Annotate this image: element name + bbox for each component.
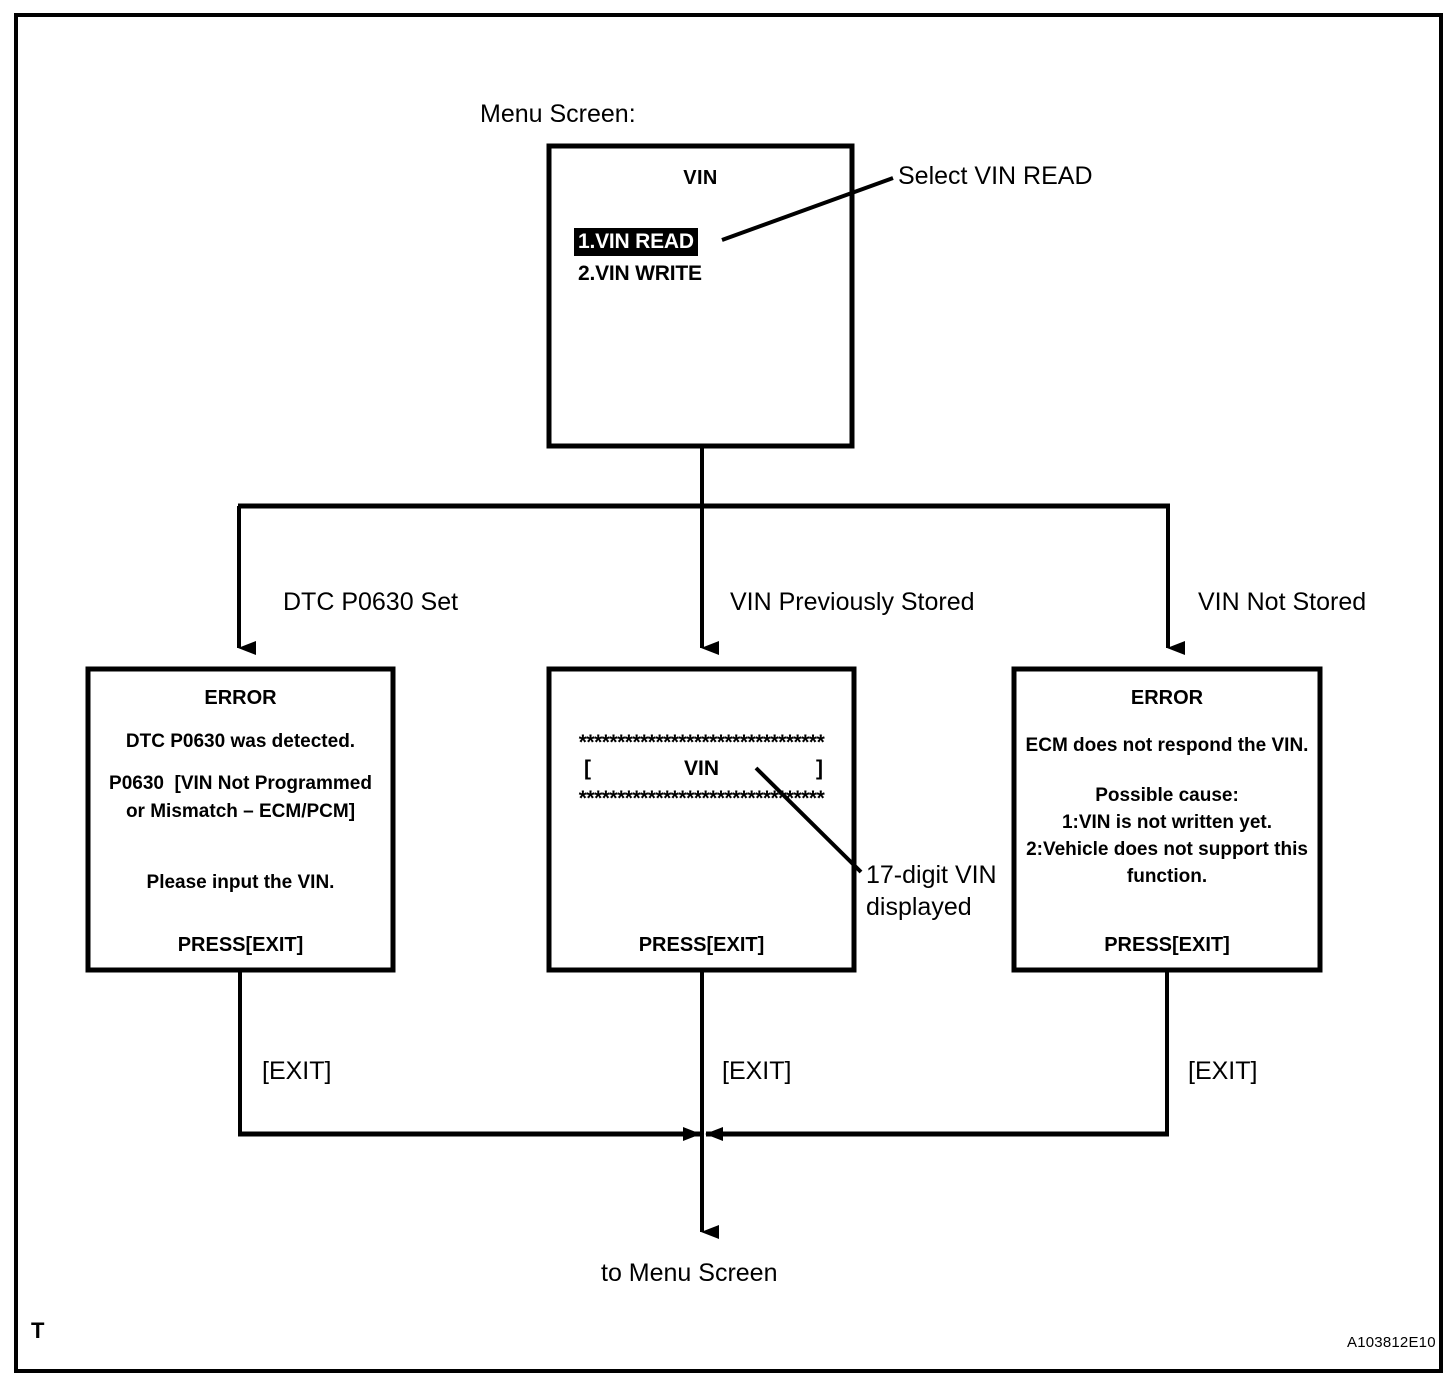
dtc-error-title: ERROR (204, 687, 277, 709)
no-vin-error-footer: PRESS[EXIT] (1104, 934, 1230, 956)
page-border (14, 13, 1443, 1373)
vin-stored-vin-label: VIN (683, 757, 719, 780)
vin-stored-bracket-close: ] (816, 757, 823, 780)
dtc-error-line-4: Please input the VIN. (146, 872, 335, 893)
no-vin-error-title: ERROR (1130, 687, 1204, 709)
menu-screen-box (546, 143, 855, 449)
branch-label-vin-not-stored: VIN Not Stored (1198, 588, 1367, 616)
dtc-error-line-3: or Mismatch – ECM/PCM] (125, 801, 356, 822)
exit-label-middle: [EXIT] (722, 1057, 792, 1085)
dtc-error-footer: PRESS[EXIT] (177, 934, 304, 956)
menu-item-vin-read[interactable]: 1.VIN READ (574, 228, 698, 256)
exit-label-left: [EXIT] (262, 1057, 332, 1085)
menu-screen-title: VIN (683, 167, 718, 189)
no-vin-error-line-5: function. (1126, 866, 1208, 887)
corner-marker-t: T (31, 1318, 45, 1343)
dtc-error-line-1: DTC P0630 was detected. (125, 731, 356, 752)
branch-label-dtc-set: DTC P0630 Set (283, 588, 459, 616)
dtc-error-line-2: P0630 [VIN Not Programmed (109, 773, 372, 794)
no-vin-error-line-2: Possible cause: (1095, 785, 1239, 806)
branch-label-vin-previously-stored: VIN Previously Stored (730, 588, 975, 616)
callout-leader-select (721, 176, 894, 242)
menu-screen-label: Menu Screen: (480, 100, 636, 128)
no-vin-error-line-1: ECM does not respond the VIN. (1025, 735, 1309, 756)
vin-stored-stars-top: ******************************** (578, 731, 825, 754)
bottom-label-to-menu-screen: to Menu Screen (601, 1259, 778, 1287)
figure-id-label: A103812E10 (1347, 1334, 1436, 1351)
vin-stored-footer: PRESS[EXIT] (638, 934, 765, 956)
vin-stored-stars-bottom: ******************************** (578, 787, 825, 810)
dtc-error-screen-box (85, 666, 396, 973)
no-vin-error-line-3: 1:VIN is not written yet. (1061, 812, 1273, 833)
menu-item-vin-write[interactable]: 2.VIN WRITE (578, 262, 702, 285)
callout-leader-vin (754, 766, 863, 874)
vin-stored-bracket-open: [ (584, 757, 591, 780)
callout-17-digit-vin-line-1: 17-digit VIN (866, 861, 997, 889)
exit-label-right: [EXIT] (1188, 1057, 1258, 1085)
callout-select-vin-read: Select VIN READ (898, 162, 1093, 190)
callout-17-digit-vin-line-2: displayed (866, 893, 972, 921)
no-vin-error-line-4: 2:Vehicle does not support this (1026, 839, 1308, 860)
